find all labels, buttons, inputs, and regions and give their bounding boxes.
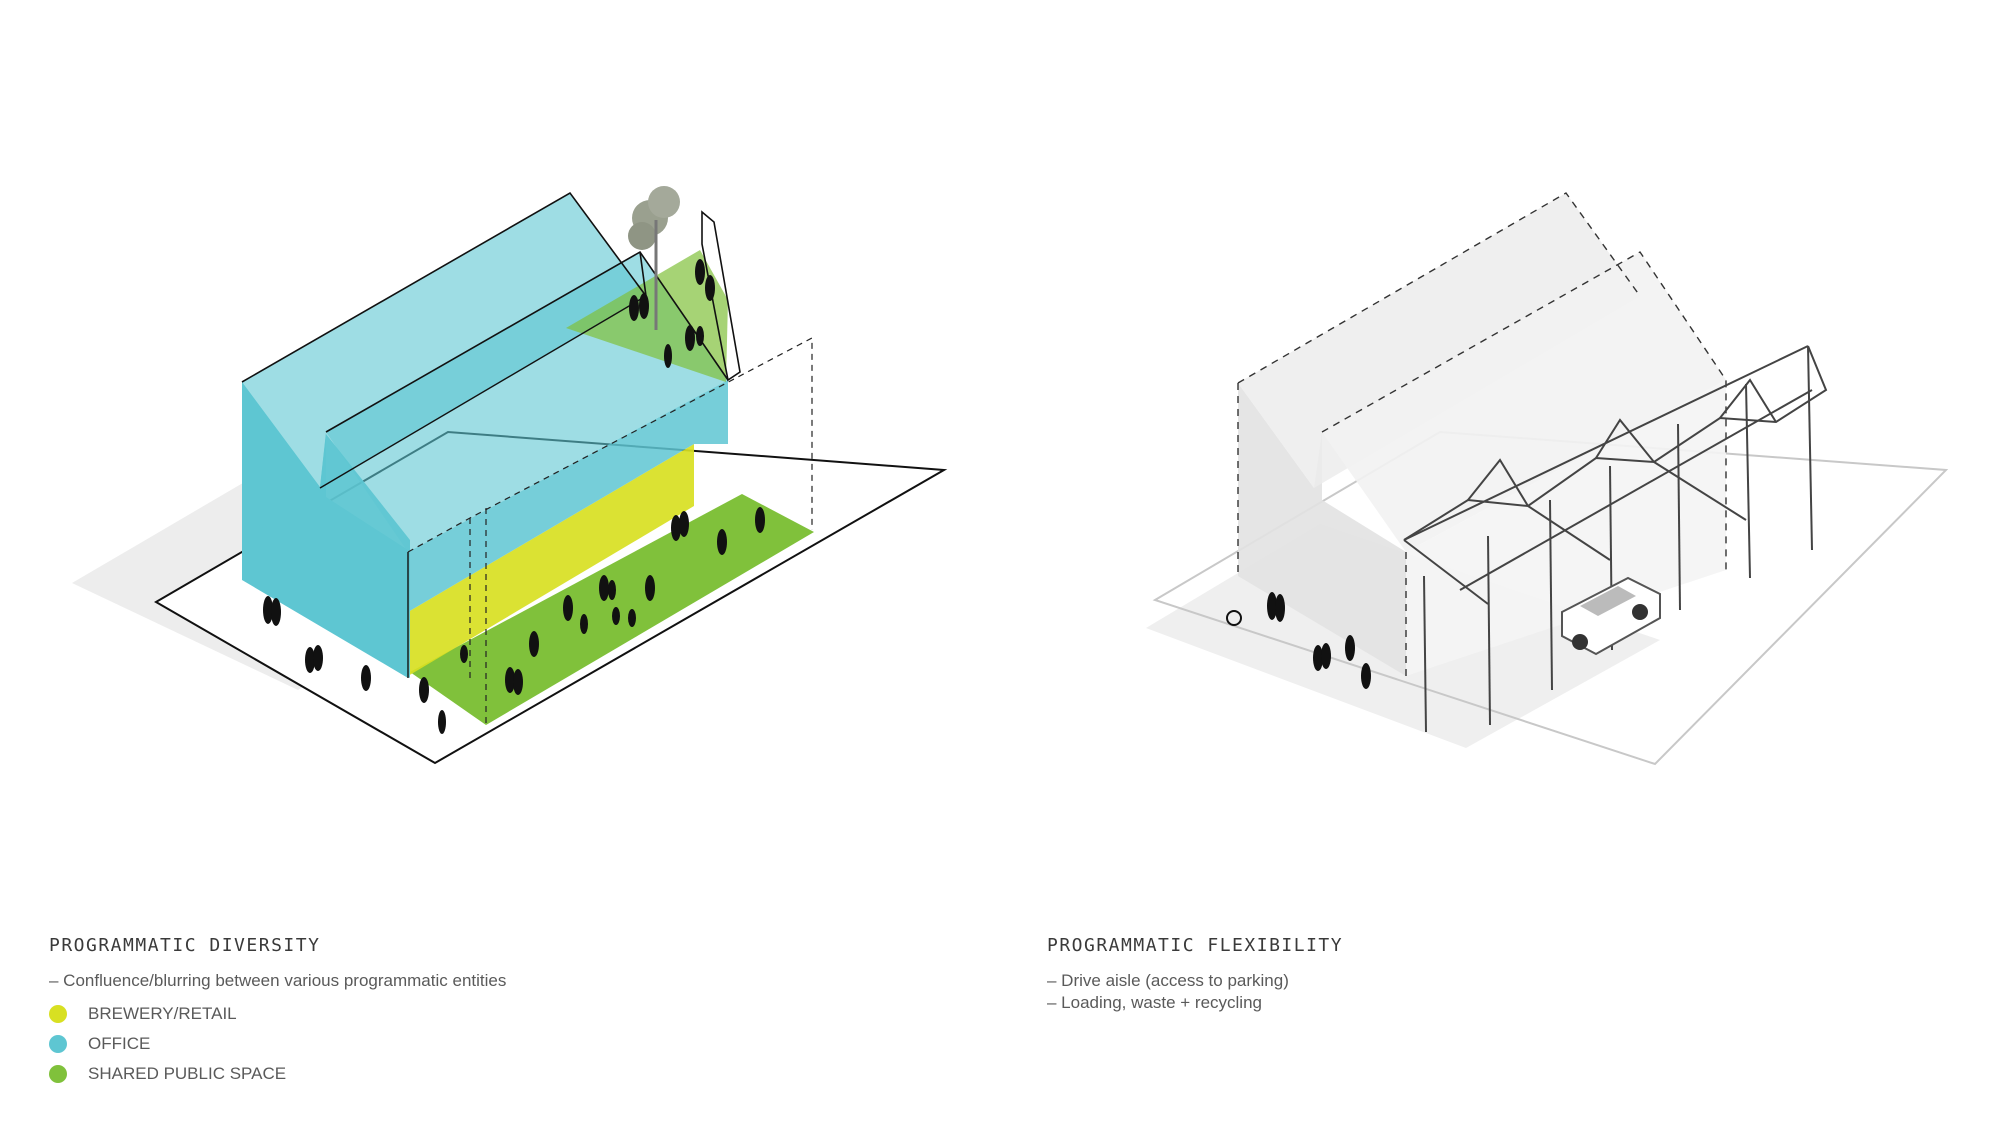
office-roof-left bbox=[242, 193, 646, 488]
left-caption-line: – Confluence/blurring between various pr… bbox=[49, 971, 507, 990]
legend-label-shared: SHARED PUBLIC SPACE bbox=[88, 1064, 287, 1083]
ghost-gable-end bbox=[1238, 383, 1406, 676]
program-flexibility-axonometric bbox=[1146, 192, 1949, 766]
green-dot-icon bbox=[49, 1065, 67, 1083]
dashed-volume-outline bbox=[407, 337, 813, 553]
blue-dot-icon bbox=[49, 1035, 67, 1053]
brewery-side-face bbox=[408, 444, 694, 676]
office-front-left bbox=[242, 382, 410, 678]
legend-label-brewery: BREWERY/RETAIL bbox=[88, 1004, 237, 1023]
ghost-roof-left bbox=[1238, 193, 1640, 488]
site-outline-right bbox=[1152, 430, 1949, 766]
right-caption-line-1: – Drive aisle (access to parking) bbox=[1047, 971, 1289, 990]
right-caption-title: PROGRAMMATIC FLEXIBILITY bbox=[1047, 935, 1344, 956]
ghost-outline bbox=[1237, 192, 1641, 384]
left-caption: PROGRAMMATIC DIVERSITY – Confluence/blur… bbox=[49, 935, 809, 1086]
timber-frame-structure bbox=[1403, 345, 1828, 733]
eave-line bbox=[319, 295, 647, 489]
left-caption-title: PROGRAMMATIC DIVERSITY bbox=[49, 935, 321, 956]
rear-fin bbox=[701, 210, 741, 382]
office-side-wall bbox=[408, 380, 728, 612]
legend-item-shared: SHARED PUBLIC SPACE bbox=[49, 1062, 809, 1086]
building-outline bbox=[241, 191, 647, 383]
program-diversity-axonometric bbox=[72, 186, 948, 765]
people-silhouettes bbox=[263, 259, 765, 734]
legend-item-office: OFFICE bbox=[49, 1032, 809, 1056]
legend-item-brewery: BREWERY/RETAIL bbox=[49, 1002, 809, 1026]
car-icon bbox=[1561, 576, 1661, 656]
yellow-dot-icon bbox=[49, 1005, 67, 1023]
people-silhouettes-right bbox=[1226, 592, 1371, 689]
ghost-roof-right bbox=[1322, 252, 1726, 552]
ghost-ridge-outline bbox=[1321, 251, 1727, 572]
tree-icon bbox=[628, 186, 680, 330]
shared-public-space-ground bbox=[410, 494, 814, 725]
legend-label-office: OFFICE bbox=[88, 1034, 151, 1053]
right-caption-line-2: – Loading, waste + recycling bbox=[1047, 993, 1262, 1012]
right-caption: PROGRAMMATIC FLEXIBILITY – Drive aisle (… bbox=[1047, 935, 1747, 1014]
